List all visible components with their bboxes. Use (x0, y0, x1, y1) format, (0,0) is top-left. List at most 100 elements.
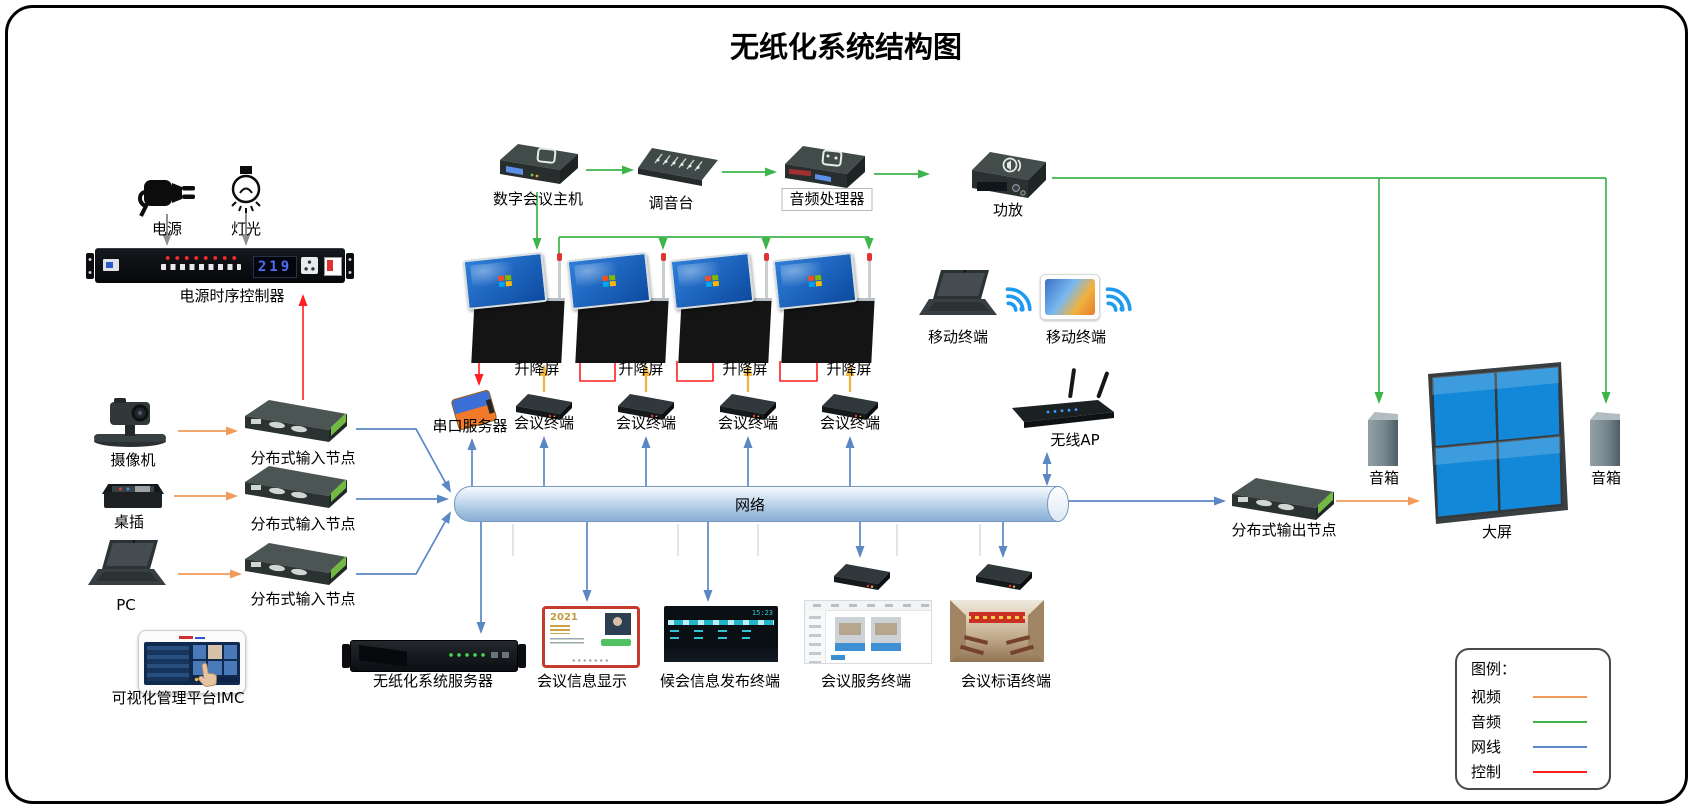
lift-monitor (462, 251, 548, 311)
input-node-2-device (245, 466, 347, 508)
label-mobile-terminal-2: 移动终端 (1045, 328, 1107, 346)
tablet-screen (1045, 279, 1095, 315)
amplifier-device (972, 152, 1046, 198)
network-lines (356, 428, 1226, 634)
label-pc: PC (116, 596, 136, 614)
legend-line-video (1533, 696, 1587, 698)
service-screen-sidebar (805, 610, 826, 663)
power-sequencer-device: 219 (86, 248, 354, 283)
label-conf-terminal-2: 会议终端 (615, 414, 677, 432)
input-node-1-device (245, 400, 347, 442)
room-wall-left (950, 600, 966, 662)
mobile-laptop-device (919, 270, 997, 315)
label-audio-processor: 音频处理器 (781, 188, 873, 211)
label-speaker-left: 音箱 (1368, 469, 1400, 487)
waiting-table-header (668, 620, 774, 625)
label-mobile-terminal-1: 移动终端 (927, 328, 989, 346)
network-pipe-cap (1047, 486, 1069, 522)
lift-pole (764, 253, 769, 304)
conference-terminal-2-device (618, 394, 674, 420)
label-input-node-2: 分布式输入节点 (250, 515, 356, 533)
net-node1-to-pipe (356, 428, 451, 493)
label-conf-terminal-1: 会议终端 (513, 414, 575, 432)
tick-lines (512, 524, 981, 556)
label-network: 网络 (734, 496, 766, 514)
speaker-left-device (1368, 420, 1398, 466)
mobile-tablet-device (1040, 274, 1100, 320)
paperless-server-device (342, 640, 526, 672)
conference-terminal-3-device (720, 394, 776, 420)
imc-tiles (193, 645, 237, 675)
ctrl-lift-link-3-4 (779, 361, 818, 382)
label-output-node: 分布式输出节点 (1231, 521, 1337, 539)
windows-logo-icon (807, 274, 823, 288)
waiting-table-row (670, 630, 766, 632)
lift-pole (557, 253, 562, 304)
label-imc: 可视化管理平台IMC (111, 689, 245, 707)
label-paperless-server: 无纸化系统服务器 (372, 672, 494, 690)
hand-pointer-icon (198, 662, 217, 687)
label-digital-host: 数字会议主机 (492, 190, 584, 208)
label-big-screen: 大屏 (1481, 523, 1513, 541)
label-desk-socket: 桌插 (113, 513, 145, 531)
mixer-device (638, 148, 718, 186)
red-banner (969, 612, 1025, 623)
room-wall-right (1028, 600, 1044, 662)
imc-logo (143, 634, 241, 641)
waiting-info-terminal-device: 15:23 (664, 606, 778, 662)
audio-processor-device (785, 146, 865, 188)
network-pipe (454, 486, 1060, 522)
net-node3-to-pipe (356, 511, 451, 575)
chair-row (1005, 635, 1031, 645)
lift-screen-3-device (669, 246, 774, 363)
windows-logo-icon (704, 274, 720, 288)
label-wireless-ap: 无线AP (1050, 431, 1100, 449)
waiting-table-row (670, 637, 750, 639)
legend-line-network (1533, 746, 1587, 748)
sequencer-switch (324, 257, 342, 276)
label-power-sequencer: 电源时序控制器 (179, 287, 285, 305)
audio-lines (532, 165, 1611, 404)
page-title: 无纸化系统结构图 (729, 30, 963, 64)
lift-monitor (772, 251, 858, 311)
camera-device (94, 398, 166, 447)
lift-pole (661, 253, 666, 304)
chair-row (1009, 644, 1035, 656)
lift-screen-1-device (462, 246, 567, 363)
imc-table (147, 646, 189, 681)
wifi-icon (1105, 287, 1132, 312)
label-lift-screen-4: 升降屏 (826, 360, 872, 378)
big-screen-device (1428, 362, 1568, 524)
lift-control-lines (539, 364, 855, 392)
service-settop-box-device (834, 564, 890, 590)
wireless-ap-device (1012, 368, 1114, 428)
label-input-node-1: 分布式输入节点 (250, 449, 356, 467)
info-display-year: 2021 (550, 612, 578, 623)
ctrl-lift1-to-serial (474, 359, 506, 386)
conference-terminal-4-device (822, 394, 878, 420)
speaker-right-device (1590, 420, 1620, 466)
sequencer-leds (163, 256, 239, 260)
label-waiting-terminal: 候会信息发布终端 (659, 672, 781, 690)
imc-screen (144, 642, 240, 685)
sequencer-buttons (161, 264, 241, 270)
label-camera: 摄像机 (110, 451, 156, 469)
label-lift-screen-2: 升降屏 (618, 360, 664, 378)
lift-monitor (669, 251, 755, 311)
sequencer-socket (301, 257, 318, 274)
label-mixer: 调音台 (648, 194, 694, 212)
legend-line-audio (1533, 721, 1587, 723)
info-display-dots (571, 659, 611, 662)
label-speaker-right: 音箱 (1590, 469, 1622, 487)
label-conf-terminal-3: 会议终端 (717, 414, 779, 432)
banner-terminal-photo (950, 600, 1044, 662)
label-banner-terminal: 会议标语终端 (960, 672, 1052, 690)
service-room-card (871, 617, 901, 651)
legend-box: 图例： 视频 音频 网线 控制 (1455, 648, 1611, 790)
sequencer-display: 219 (253, 256, 297, 278)
server-leds (447, 653, 487, 657)
legend-label-control: 控制 (1471, 763, 1502, 781)
label-conf-terminal-4: 会议终端 (819, 414, 881, 432)
